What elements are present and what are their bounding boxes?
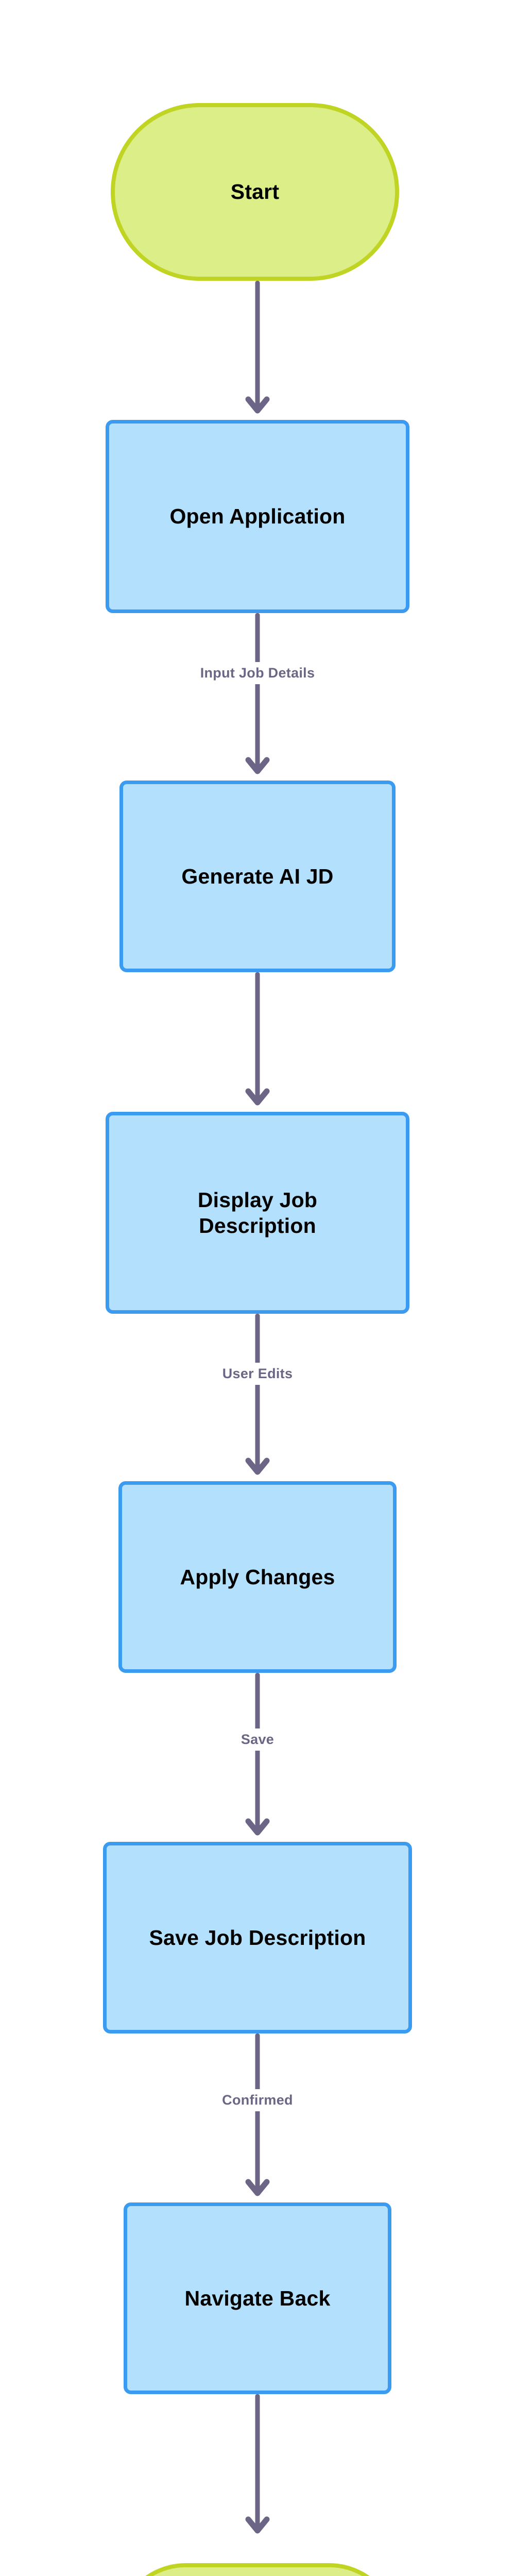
edge-label-user-edits: User Edits: [215, 1363, 300, 1385]
node-apply-changes[interactable]: Apply Changes: [118, 1481, 397, 1673]
edge-navigate-back-to-end: [255, 2394, 260, 2529]
node-start-label: Start: [230, 180, 280, 204]
edge-apply-changes-to-save-job-description: [255, 1673, 260, 1832]
edge-open-application-to-generate-ai-jd: [255, 613, 260, 770]
node-generate-ai-jd-label: Generate AI JD: [181, 864, 334, 888]
node-open-application-label: Open Application: [169, 504, 346, 529]
node-generate-ai-jd[interactable]: Generate AI JD: [119, 781, 396, 972]
node-save-job-description[interactable]: Save Job Description: [103, 1842, 412, 2033]
node-save-job-description-label: Save Job Description: [149, 1925, 366, 1950]
edge-display-job-description-to-apply-changes: [255, 1314, 260, 1471]
node-navigate-back[interactable]: Navigate Back: [124, 2202, 391, 2394]
node-apply-changes-label: Apply Changes: [180, 1565, 335, 1589]
edge-label-input-job-details: Input Job Details: [193, 662, 322, 684]
node-open-application[interactable]: Open Application: [106, 420, 409, 613]
node-start[interactable]: Start: [111, 103, 399, 281]
edge-start-to-open-application: [255, 281, 260, 410]
edge-generate-ai-jd-to-display-job-description: [255, 972, 260, 1101]
edge-save-job-description-to-navigate-back: [255, 2033, 260, 2192]
node-display-job-description[interactable]: Display Job Description: [106, 1112, 409, 1314]
node-end[interactable]: End: [116, 2563, 399, 2576]
node-navigate-back-label: Navigate Back: [184, 2286, 331, 2310]
edge-label-confirmed: Confirmed: [215, 2089, 300, 2111]
edge-label-save: Save: [233, 1728, 282, 1751]
node-display-job-description-label: Display Job Description: [197, 1188, 318, 1238]
